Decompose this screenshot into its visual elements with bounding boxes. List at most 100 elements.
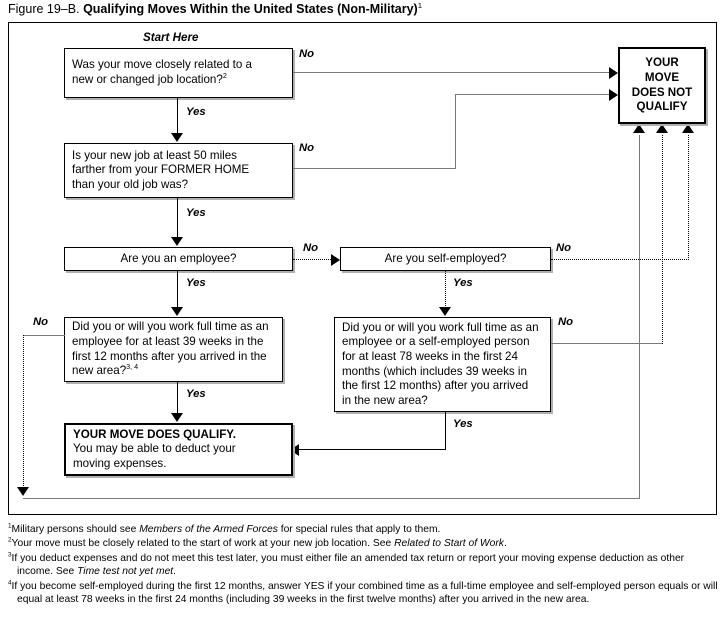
not-qualify-line1: YOUR bbox=[645, 56, 679, 70]
q2-line1: Is your new job at least 50 miles bbox=[72, 148, 237, 162]
footnotes: 1Military persons should see Members of … bbox=[8, 523, 720, 607]
edge-q3-no-line bbox=[293, 259, 333, 260]
outcome-box-move-does-qualify[interactable]: YOUR MOVE DOES QUALIFY. You may be able … bbox=[64, 423, 293, 476]
edge-q2-no-line-h1 bbox=[293, 168, 456, 170]
q6-line5: the first 12 months) after you arrived bbox=[342, 379, 529, 393]
q1-line2: new or changed job location? bbox=[72, 73, 223, 86]
footnote-4: 4If you become self-employed during the … bbox=[8, 580, 720, 607]
edge-q5-no-line-v2 bbox=[639, 135, 641, 499]
flowchart-frame: Start Here Was your move closely related… bbox=[8, 22, 717, 515]
footnote-3-marker: 3 bbox=[8, 551, 12, 559]
edge-q6-yes-arrowhead bbox=[290, 444, 299, 456]
edge-q5-no-line-h1 bbox=[23, 335, 65, 337]
edge-q1-no-arrowhead bbox=[609, 67, 618, 79]
footnote-2-post: . bbox=[503, 538, 507, 550]
edge-label-q4-yes: Yes bbox=[453, 277, 473, 289]
q1-line1: Was your move closely related to a bbox=[72, 58, 252, 72]
q6-line4: months (which includes 39 weeks in bbox=[342, 364, 527, 378]
edge-q1-yes-arrowhead bbox=[171, 133, 183, 142]
decision-box-are-you-self-employed[interactable]: Are you self-employed? bbox=[340, 247, 551, 271]
footnote-3-italic: Time test not yet met bbox=[77, 566, 174, 578]
edge-label-q5-yes: Yes bbox=[186, 388, 206, 400]
q6-line2: employee or a self-employed person bbox=[342, 335, 530, 349]
q6-line6: in the new area? bbox=[342, 393, 428, 407]
edge-q4-yes-arrowhead bbox=[439, 307, 451, 316]
edge-q4-no-line-v bbox=[688, 135, 689, 260]
q2-line2: farther from your FORMER HOME bbox=[72, 163, 250, 177]
q1-superscript: 2 bbox=[222, 71, 227, 81]
outcome-box-move-does-not-qualify[interactable]: YOUR MOVE DOES NOT QUALIFY bbox=[618, 47, 706, 124]
edge-q6-yes-line-h bbox=[299, 449, 446, 451]
q2-line3: than your old job was? bbox=[72, 177, 189, 191]
footnote-3-pre: If you deduct expenses and do not meet t… bbox=[11, 552, 685, 578]
edge-label-q2-no: No bbox=[299, 142, 315, 154]
edge-q6-yes-line-v bbox=[445, 412, 447, 450]
edge-q6-no-line-h bbox=[551, 343, 663, 345]
edge-q5-yes-line bbox=[177, 382, 179, 416]
q4-text: Are you self-employed? bbox=[384, 251, 507, 265]
footnote-1: 1Military persons should see Members of … bbox=[8, 523, 720, 536]
q5-line3: first 12 months after you arrived in the bbox=[72, 349, 267, 363]
edge-q2-yes-arrowhead bbox=[171, 237, 183, 246]
footnote-2-marker: 2 bbox=[8, 536, 12, 544]
edge-q6-no-line-v bbox=[662, 135, 663, 344]
decision-box-fifty-mile-test[interactable]: Is your new job at least 50 miles farthe… bbox=[64, 143, 293, 198]
footnote-2-italic: Related to Start of Work bbox=[394, 538, 504, 550]
figure-label: Figure 19–B. bbox=[8, 2, 80, 16]
edge-label-q1-no: No bbox=[299, 48, 315, 60]
footnote-2-pre: Your move must be closely related to the… bbox=[11, 538, 395, 550]
page-title: Figure 19–B. Qualifying Moves Within the… bbox=[8, 1, 718, 19]
not-qualify-line2: MOVE bbox=[644, 70, 680, 84]
qualify-line2: You may be able to deduct your bbox=[73, 442, 236, 456]
edge-label-q2-yes: Yes bbox=[186, 207, 206, 219]
footnote-1-pre: Military persons should see bbox=[11, 524, 140, 535]
figure-title-superscript: 1 bbox=[417, 0, 423, 10]
q5-superscript: 3, 4 bbox=[126, 362, 139, 372]
q6-line3: for at least 78 weeks in the first 24 bbox=[342, 349, 518, 363]
footnote-1-post: for special rules that apply to them. bbox=[277, 524, 441, 535]
edge-q4-yes-line bbox=[445, 271, 446, 310]
edge-q3-yes-line bbox=[177, 271, 179, 310]
footnote-4-pre: If you become self-employed during the f… bbox=[11, 580, 718, 606]
figure-title: Qualifying Moves Within the United State… bbox=[83, 2, 418, 16]
footnote-1-marker: 1 bbox=[8, 522, 12, 530]
edge-q5-no-arrowhead-down bbox=[17, 487, 29, 496]
edge-q1-no-line bbox=[293, 72, 611, 74]
edge-label-q4-no: No bbox=[556, 242, 572, 254]
decision-box-thirty-nine-week-test[interactable]: Did you or will you work full time as an… bbox=[64, 317, 283, 382]
decision-box-related-to-job-location[interactable]: Was your move closely related to a new o… bbox=[64, 48, 293, 98]
start-here-label: Start Here bbox=[143, 31, 199, 44]
edge-q4-no-arrowhead bbox=[682, 124, 694, 133]
edge-label-q1-yes: Yes bbox=[186, 106, 206, 118]
footnote-4-marker: 4 bbox=[8, 579, 12, 587]
footnote-1-italic: Members of the Armed Forces bbox=[139, 524, 278, 535]
footnote-3-post: . bbox=[173, 566, 177, 578]
decision-box-seventy-eight-week-test[interactable]: Did you or will you work full time as an… bbox=[334, 317, 551, 412]
qualify-line3: moving expenses. bbox=[73, 456, 167, 470]
footnote-2: 2Your move must be closely related to th… bbox=[8, 537, 720, 550]
footnote-3: 3If you deduct expenses and do not meet … bbox=[8, 552, 720, 579]
q6-line1: Did you or will you work full time as an bbox=[342, 320, 539, 334]
edge-label-q5-no: No bbox=[33, 316, 49, 328]
edge-label-q3-yes: Yes bbox=[186, 277, 206, 289]
edge-q5-no-arrowhead-up bbox=[633, 124, 645, 133]
edge-label-q6-yes: Yes bbox=[453, 418, 473, 430]
q5-line1: Did you or will you work full time as an bbox=[72, 320, 269, 334]
q5-line2: employee for at least 39 weeks in the bbox=[72, 334, 264, 348]
q5-line4: new area? bbox=[72, 364, 127, 378]
edge-q5-yes-arrowhead bbox=[171, 413, 183, 422]
edge-q2-no-line-h2 bbox=[455, 94, 611, 96]
edge-q4-no-line-h bbox=[551, 259, 689, 260]
edge-label-q3-no: No bbox=[303, 242, 319, 254]
edge-q2-no-arrowhead bbox=[609, 89, 618, 101]
edge-q2-no-line-v bbox=[455, 94, 457, 169]
q3-text: Are you an employee? bbox=[120, 251, 237, 265]
edge-q5-no-line-v bbox=[23, 335, 24, 492]
edge-label-q6-no: No bbox=[558, 316, 574, 328]
edge-q1-yes-line bbox=[177, 98, 179, 136]
edge-q2-yes-line bbox=[177, 198, 179, 240]
edge-q3-yes-arrowhead bbox=[171, 307, 183, 316]
edge-q5-no-line-h2 bbox=[23, 498, 640, 500]
decision-box-are-you-an-employee[interactable]: Are you an employee? bbox=[64, 247, 293, 271]
edge-q3-no-arrowhead bbox=[331, 254, 340, 266]
